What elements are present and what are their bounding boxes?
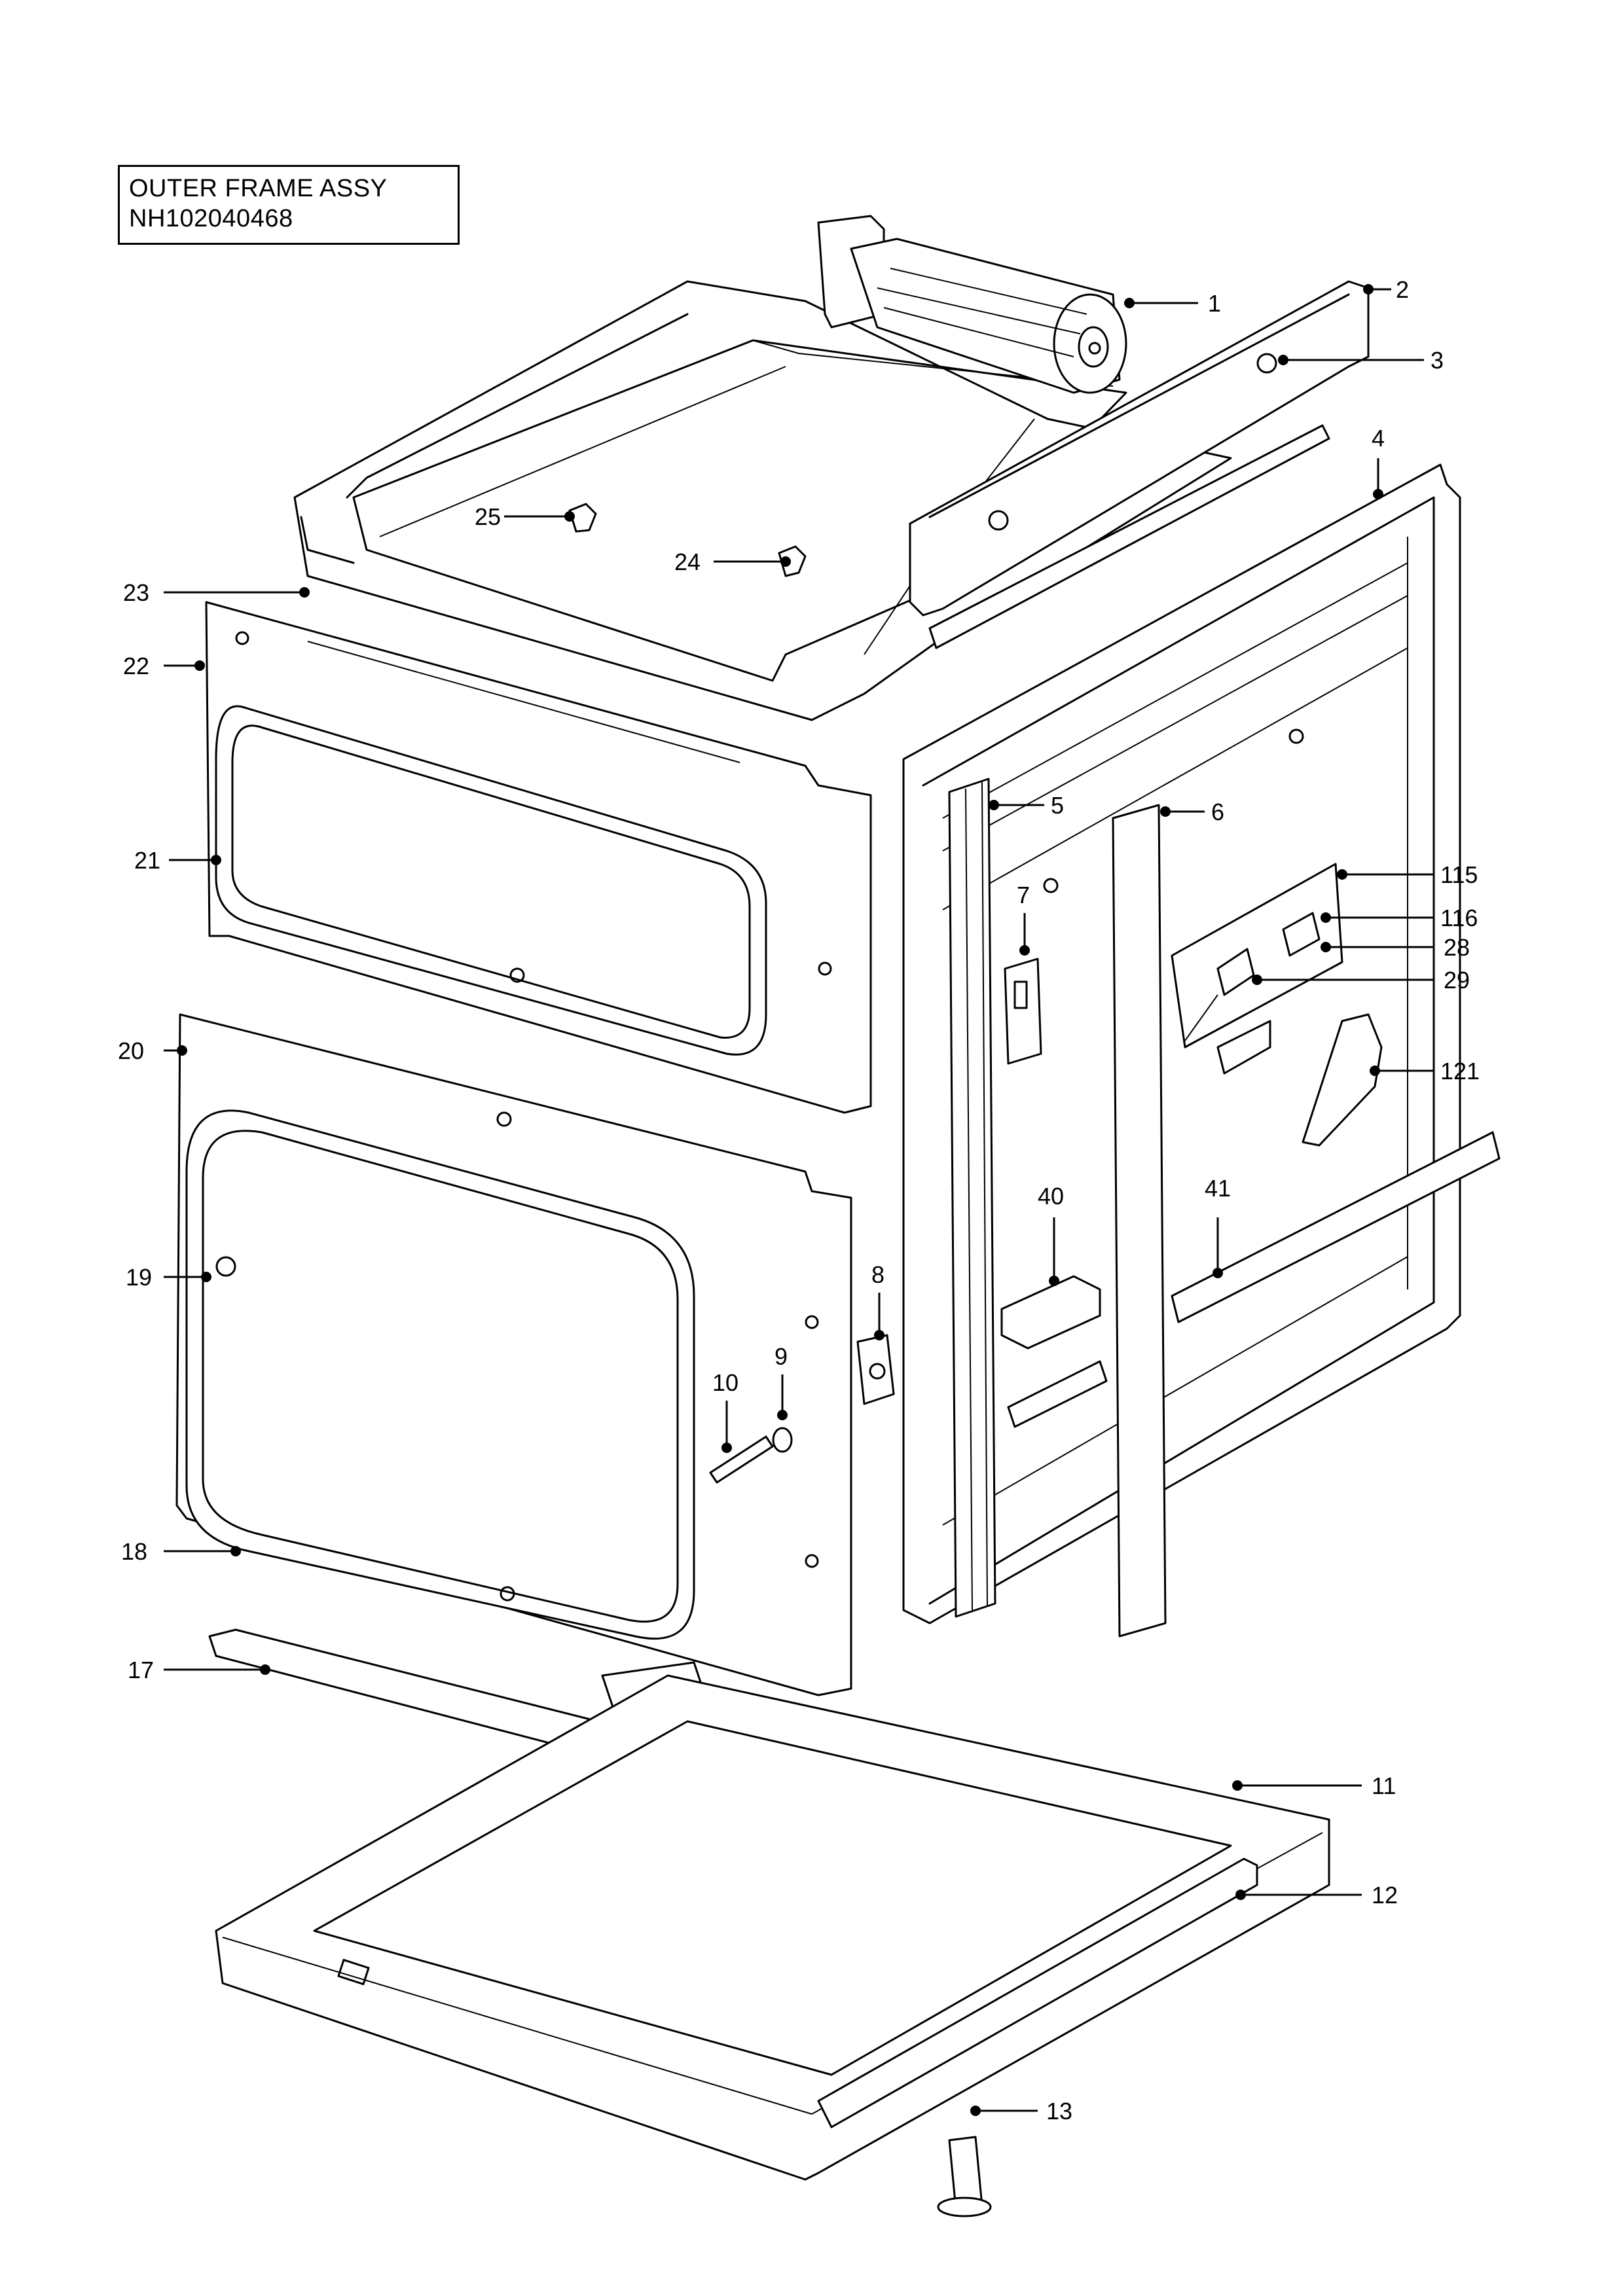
upper-front-panel <box>205 601 872 1114</box>
callout-10: 10 <box>712 1369 739 1396</box>
callout-3: 3 <box>1431 347 1444 374</box>
callout-12: 12 <box>1372 1882 1398 1909</box>
block-8 <box>856 1334 895 1405</box>
callout-1: 1 <box>1208 290 1221 317</box>
callout-20: 20 <box>118 1037 144 1064</box>
callout-2: 2 <box>1396 276 1409 303</box>
switch-plate <box>1171 863 1343 1075</box>
washer-9 <box>772 1427 793 1453</box>
callout-17: 17 <box>128 1657 154 1683</box>
lower-front-panel <box>175 1013 852 1696</box>
clip-24 <box>778 545 807 577</box>
callout-41: 41 <box>1205 1175 1231 1202</box>
callout-23: 23 <box>123 579 149 606</box>
base-frame <box>215 1674 1330 2181</box>
callout-9: 9 <box>775 1343 788 1370</box>
screw-10 <box>709 1435 774 1484</box>
callout-28: 28 <box>1444 934 1470 961</box>
callout-116: 116 <box>1440 905 1478 931</box>
callout-19: 19 <box>126 1264 152 1291</box>
callout-5: 5 <box>1051 792 1064 819</box>
front-strip-6 <box>1112 804 1167 1638</box>
rail-41 <box>1171 1131 1501 1323</box>
callout-121: 121 <box>1440 1058 1480 1085</box>
clip-25 <box>568 503 597 533</box>
callout-13: 13 <box>1046 2098 1072 2125</box>
callout-21: 21 <box>134 847 160 874</box>
front-strip-5 <box>948 778 996 1618</box>
callout-11: 11 <box>1372 1772 1396 1799</box>
callout-18: 18 <box>121 1538 147 1565</box>
callout-dots <box>177 284 1383 2116</box>
callout-22: 22 <box>123 653 149 679</box>
callout-40: 40 <box>1038 1183 1064 1210</box>
fan-motor <box>817 215 1127 394</box>
bracket-7 <box>1004 958 1042 1065</box>
callout-24: 24 <box>674 548 701 575</box>
foot-13 <box>937 2136 992 2217</box>
bracket-121 <box>1302 1013 1383 1147</box>
rear-top-rail <box>909 280 1370 649</box>
callout-6: 6 <box>1211 798 1224 825</box>
callout-25: 25 <box>475 503 501 530</box>
top-panel <box>293 280 1232 721</box>
callout-115: 115 <box>1440 861 1478 888</box>
callout-4: 4 <box>1372 425 1385 452</box>
assembly-part-number: NH102040468 <box>129 205 293 232</box>
title-box: OUTER FRAME ASSY NH102040468 <box>118 165 460 245</box>
callout-7: 7 <box>1017 882 1030 908</box>
callout-29: 29 <box>1444 967 1470 994</box>
callout-8: 8 <box>871 1261 884 1288</box>
assembly-title: OUTER FRAME ASSY <box>129 175 388 202</box>
bracket-40 <box>1000 1275 1108 1428</box>
